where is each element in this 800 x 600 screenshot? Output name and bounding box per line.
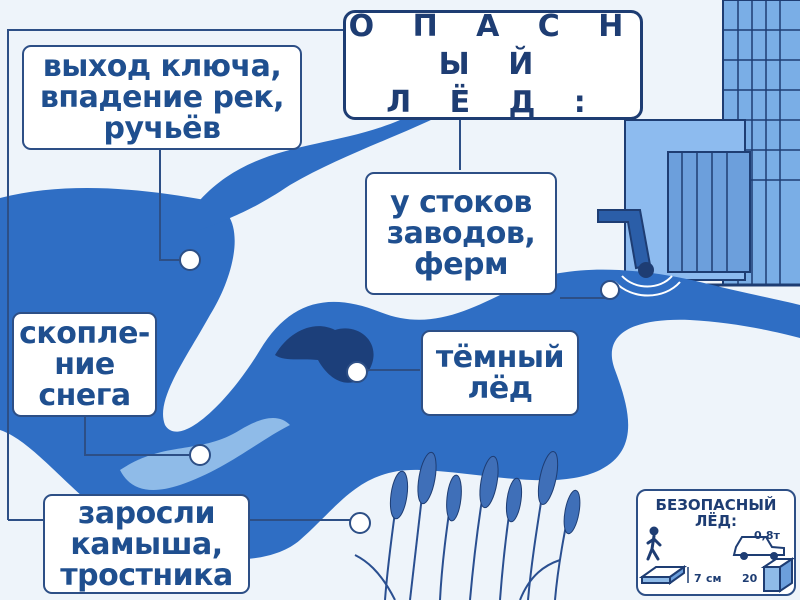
label-box-reeds: заросли камыша, тростника (43, 494, 250, 594)
marker-spring (179, 249, 201, 271)
label-spring: выход ключа, впадение рек, ручьёв (39, 49, 285, 146)
walking-person-icon (646, 526, 662, 561)
stream-inlet (200, 92, 473, 230)
person-ice-thickness: 7 (694, 572, 702, 585)
page-title: О П А С Н Ы Й Л Ё Д : (348, 9, 638, 120)
connector-lines (7, 29, 611, 521)
label-factories: у стоков заводов, ферм (386, 185, 536, 282)
safe-ice-icons (638, 526, 794, 593)
reeds-plants (354, 451, 581, 600)
marker-factories (600, 280, 620, 300)
marker-dark-ice (346, 361, 368, 383)
label-dark-ice: тёмный лёд (435, 340, 565, 406)
safe-ice-title: БЕЗОПАСНЫЙ ЛЁД: (655, 496, 777, 530)
marker-reeds (349, 512, 371, 534)
thick-ice-block-icon (760, 557, 794, 593)
title-box: О П А С Н Ы Й Л Ё Д : (343, 9, 643, 120)
label-box-snow: скопле- ние снега (12, 312, 157, 417)
label-box-factories: у стоков заводов, ферм (365, 172, 557, 295)
thin-ice-slab-icon (638, 565, 689, 585)
car-load: 0,8т (754, 529, 780, 542)
car-ice-thickness: 20 (742, 572, 758, 585)
label-snow: скопле- ние снега (19, 316, 150, 413)
marker-dots (179, 249, 620, 534)
safe-ice-legend: БЕЗОПАСНЫЙ ЛЁД: 7 (636, 489, 796, 596)
factory-buildings (620, 0, 800, 287)
marker-snow (189, 444, 211, 466)
thickness-unit: см (706, 572, 722, 585)
drain-pipe-icon (597, 209, 681, 297)
label-box-dark-ice: тёмный лёд (421, 330, 579, 416)
label-box-spring: выход ключа, впадение рек, ручьёв (22, 45, 302, 150)
label-reeds: заросли камыша, тростника (60, 495, 233, 593)
